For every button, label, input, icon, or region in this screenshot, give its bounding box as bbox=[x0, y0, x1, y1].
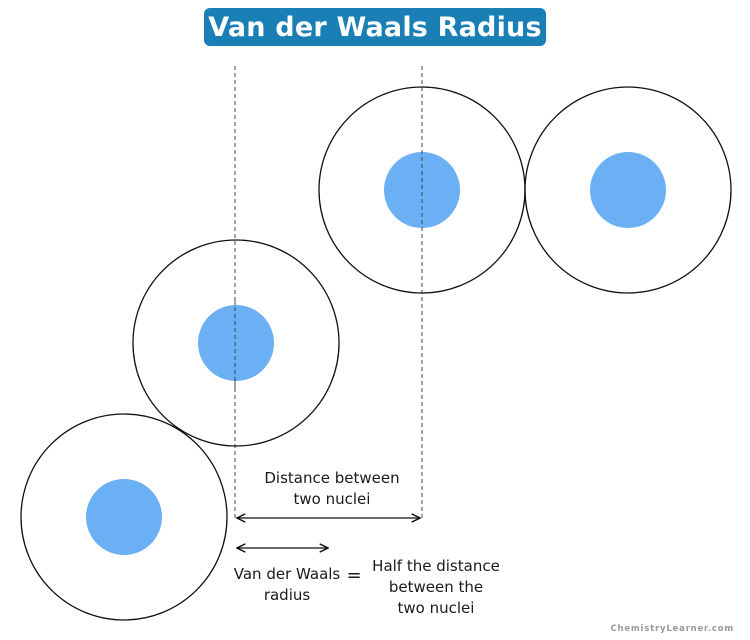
equals-sign: = bbox=[346, 565, 362, 586]
half-label-line-1: Half the distance bbox=[372, 557, 500, 575]
half-label-line-3: two nuclei bbox=[397, 599, 475, 617]
radius-label-line-2: radius bbox=[263, 586, 311, 604]
distance-label: Distance between two nuclei bbox=[232, 468, 432, 510]
nucleus bbox=[198, 305, 274, 381]
atom-outline bbox=[132, 239, 340, 447]
radius-label: Van der Waals radius bbox=[222, 564, 352, 606]
nucleus bbox=[590, 152, 666, 228]
atom-outline bbox=[20, 413, 228, 621]
diagram-title: Van der Waals Radius bbox=[208, 11, 542, 43]
atom-outline bbox=[318, 86, 526, 294]
atom-middle-left bbox=[132, 239, 340, 447]
distance-label-line-2: two nuclei bbox=[293, 490, 371, 508]
nucleus bbox=[384, 152, 460, 228]
radius-label-line-1: Van der Waals bbox=[233, 565, 341, 583]
watermark: ChemistryLearner.com bbox=[610, 624, 734, 634]
atom-top-middle bbox=[318, 86, 526, 294]
half-label-line-2: between the bbox=[388, 578, 484, 596]
distance-label-line-1: Distance between bbox=[264, 469, 400, 487]
nucleus bbox=[86, 479, 162, 555]
atom-bottom-left bbox=[20, 413, 228, 621]
title-badge: Van der Waals Radius bbox=[204, 8, 546, 46]
atom-top-right bbox=[524, 86, 732, 294]
half-distance-label: Half the distance between the two nuclei bbox=[356, 556, 516, 619]
